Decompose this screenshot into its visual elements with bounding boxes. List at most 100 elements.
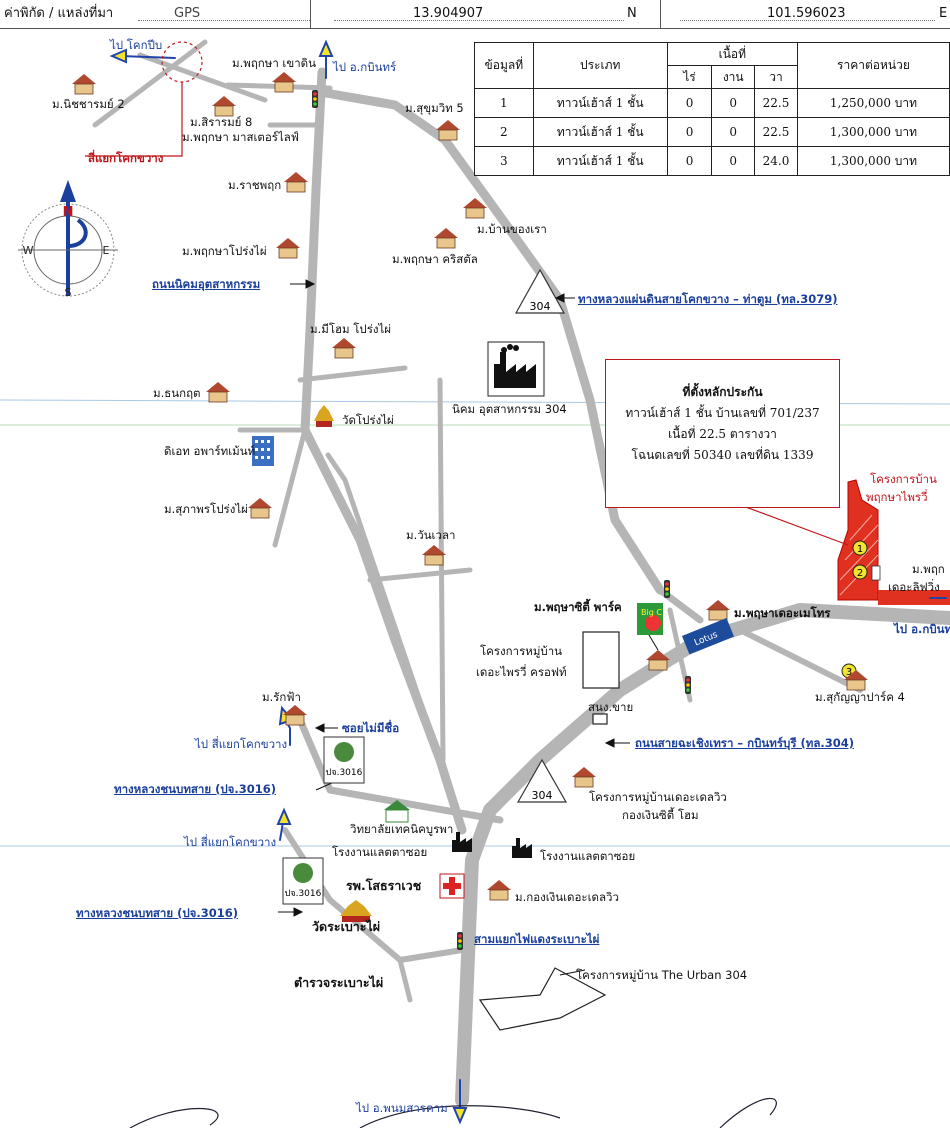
latitude-value: 13.904907: [413, 6, 484, 21]
label-road-industrial: ถนนนิคมอุตสาหกรรม: [152, 277, 261, 291]
label-project-pruksa-1: โครงการบ้าน: [870, 472, 937, 486]
bigc-store-icon: Big C: [637, 603, 663, 635]
header-ngan: งาน: [711, 65, 756, 89]
callout-title: ที่ตั้งหลักประกัน: [682, 385, 763, 399]
label-m-siriram8: ม.สิรารมย์ 8: [190, 115, 253, 129]
label-to-khokkwang-1: ไป สี่แยกโคกขวาง: [195, 737, 288, 751]
label-factory-2: โรงงานแลตตาซอย: [540, 849, 636, 863]
label-m-meehome: ม.มีโฮม โปร่งไผ่: [310, 322, 392, 336]
house-icon: [212, 96, 236, 117]
svg-text:Big C: Big C: [641, 608, 662, 617]
svg-text:1: 1: [857, 544, 863, 555]
label-m-pruksa-crystal: ม.พฤกษา คริสตัล: [392, 252, 478, 266]
svg-text:3: 3: [846, 667, 852, 678]
house-icon: [487, 880, 511, 901]
label-to-kabin-right: ไป อ.กบินท: [894, 622, 950, 636]
label-to-kabin: ไป อ.กบินทร์: [333, 60, 397, 74]
label-to-khokkwang-2: ไป สี่แยกโคกขวาง: [184, 835, 277, 849]
label-highway-3016b: ทางหลวงชนบทสาย (ปจ.3016): [76, 906, 239, 920]
table-row: 1 ทาวน์เฮ้าส์ 1 ชั้น 0 0 22.5 1,250,000 …: [474, 88, 950, 118]
label-hospital: รพ.โสธราเวช: [346, 878, 422, 893]
label-m-sukanya4: ม.สุกัญญาปาร์ค 4: [815, 690, 905, 704]
header-wa: วา: [754, 65, 798, 89]
marker-1: 1: [852, 540, 868, 556]
school-icon: [384, 800, 410, 823]
label-wat-prongphai: วัดโปร่งไผ่: [342, 413, 394, 427]
label-project-delaview-2: กองเงินซิตี้ โฮม: [622, 808, 699, 822]
factory-icon: [512, 838, 532, 858]
temple-icon: [314, 405, 334, 427]
price-table: ข้อมูลที่ ประเภท เนื้อที่ ราคาต่อหน่วย ไ…: [474, 42, 950, 176]
longitude-value: 101.596023: [767, 6, 846, 21]
label-police-rabaophai: ตำรวจระเบาะไผ่: [294, 975, 384, 990]
house-icon: [572, 767, 596, 788]
label-to-khok-peep: ไป โคกปีบ: [110, 38, 163, 52]
privy-croft-outline: [582, 631, 620, 689]
house-icon: [206, 382, 230, 403]
map-canvas: 1 2 3 N S W E 304: [0, 39, 950, 1128]
house-icon: [646, 650, 670, 671]
label-m-sukhumvit5: ม.สุขุมวิท 5: [405, 101, 464, 115]
label-factory-1: โรงงานแลตตาซอย: [332, 845, 428, 859]
house-icons: [72, 72, 868, 901]
label-m-pruksa-prongphai: ม.พฤกษาโปร่งไผ่: [182, 244, 267, 258]
house-icon: [463, 198, 487, 219]
traffic-light-icons: [312, 90, 691, 950]
house-icon: [276, 238, 300, 259]
house-icon: [844, 670, 868, 691]
lotus-store-icon: Lotus: [682, 618, 734, 655]
label-junction-rabaophai: สามแยกไฟแดงระเบาะไผ่: [474, 932, 600, 946]
house-icon: [434, 228, 458, 249]
house-icon: [72, 74, 96, 95]
label-project-delaview-1: โครงการหมู่บ้านเดอะเดลวิว: [589, 790, 727, 804]
route-304-shield-top: 304: [514, 268, 566, 314]
house-icon: [283, 705, 307, 726]
svg-text:304: 304: [532, 789, 553, 802]
compass-icon: N S W E: [18, 180, 118, 299]
marker-2: 2: [852, 564, 868, 580]
label-road-304: ถนนสายฉะเชิงเทรา – กบินทร์บุรี (ทล.304): [635, 736, 855, 750]
house-icon: [284, 172, 308, 193]
house-icon: [706, 600, 730, 621]
header-rai: ไร่: [666, 65, 713, 89]
label-highway-3079: ทางหลวงแผ่นดินสายโคกขวาง – ท่าตูม (ทล.30…: [578, 292, 838, 306]
coordinate-header: ค่าพิกัด / แหล่งที่มา GPS 13.904907 N 10…: [0, 0, 950, 29]
label-project-pruksa-2: พฤกษาไพรวี่: [866, 490, 928, 504]
label-m-pruksa-city-park: ม.พฤษาซิตี้ พาร์ค: [534, 600, 622, 614]
header-type: ประเภท: [532, 42, 668, 89]
label-intersection-khokkwang: สี่แยกโคกขวาง: [88, 151, 164, 165]
label-project-privy-2: เดอะไพรวี่ ครอฟท์: [476, 665, 567, 679]
label-m-thanakrit: ม.ธนกฤต: [153, 386, 201, 400]
label-post-office: สนง.ขาย: [588, 700, 634, 714]
header-info: ข้อมูลที่: [474, 42, 534, 89]
source-value: GPS: [174, 6, 201, 21]
label-m-pruksa-metro: ม.พฤษาเดอะเมโทร: [734, 606, 831, 620]
svg-text:ปจ.3016: ปจ.3016: [326, 768, 363, 778]
house-icon: [272, 72, 296, 93]
label-wat-rabaophai: วัดระเบาะไผ่: [312, 919, 381, 934]
header-price: ราคาต่อหน่วย: [796, 42, 950, 89]
label-m-pruksa-right-2: เดอะลิฟวิ่ง: [888, 580, 940, 594]
house-icon: [332, 338, 356, 359]
label-m-wanwela: ม.วันเวลา: [406, 528, 456, 542]
label-tech-college: วิทยาลัยเทคนิคบูรพา: [350, 822, 454, 836]
route-304-shield-bottom: 304: [516, 758, 568, 803]
compass-n: N: [63, 205, 74, 220]
hospital-icon: [439, 873, 465, 899]
label-project-privy-1: โครงการหมู่บ้าน: [480, 644, 563, 658]
svg-text:2: 2: [857, 568, 863, 579]
label-project-urban: โครงการหมู่บ้าน The Urban 304: [576, 968, 748, 982]
label-to-phanom: ไป อ.พนมสารคาม: [356, 1101, 448, 1115]
label-m-pruksa-master: ม.พฤกษา มาสเตอร์ไลฟ์: [182, 130, 299, 144]
compass-e: E: [103, 244, 110, 257]
house-icon: [248, 498, 272, 519]
label-m-ratchaphruk: ม.ราชพฤก: [228, 178, 282, 192]
building-icon: [252, 436, 274, 466]
label-dt-apartment: ดิเอท อพาร์ทเม้นท์: [164, 444, 256, 458]
label-m-suphaphorn: ม.สุภาพรโปร่งไผ่: [164, 502, 248, 516]
label-m-kongngoen: ม.กองเงินเดอะเดลวิว: [515, 890, 619, 904]
table-row: 3 ทาวน์เฮ้าส์ 1 ชั้น 0 0 24.0 1,300,000 …: [474, 146, 950, 176]
callout-line3: เนื้อที่ 22.5 ตารางวา: [668, 427, 777, 441]
collateral-callout: ที่ตั้งหลักประกัน ทาวน์เฮ้าส์ 1 ชั้น บ้า…: [605, 359, 840, 508]
compass-s: S: [65, 286, 72, 299]
